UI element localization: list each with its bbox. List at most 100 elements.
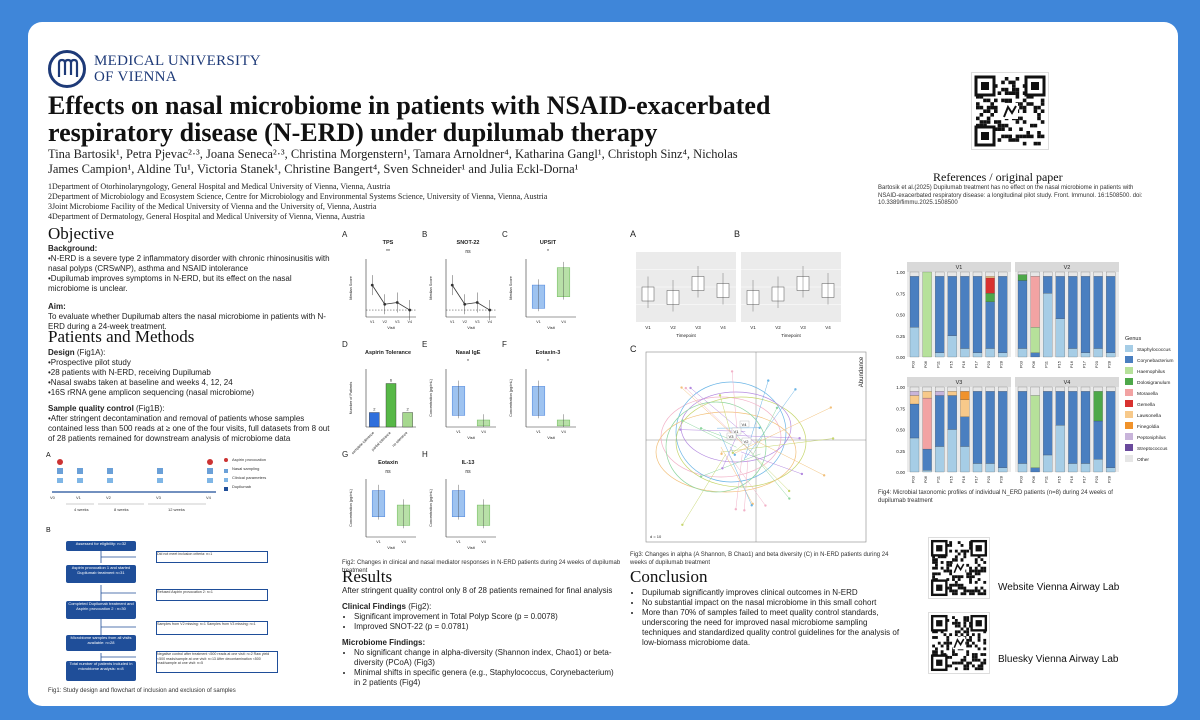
fig2-ylabel-6: Concentration (pg/mL) [349, 488, 353, 527]
fig4-xtick-2-2: P11 [936, 475, 941, 483]
fig4-seg-V2-P16-10 [1068, 271, 1078, 277]
fig4-seg-V3-P11-8 [935, 391, 945, 396]
fig4-seg-V1-P20-6 [985, 276, 995, 279]
fig4-seg-V4-P20-3 [1093, 391, 1103, 422]
website-link[interactable]: Website Vienna Airway Lab [998, 582, 1120, 593]
qr-code-icon[interactable] [971, 72, 1049, 150]
fig4-legend-title: Genus [1125, 336, 1141, 342]
fig2-sig-6: ns [385, 469, 391, 475]
fig4-seg-V1-P20-10 [985, 271, 995, 277]
aspirin-bar-label-0: 2 [373, 407, 376, 412]
fig4-xtick-2-3: P15 [948, 475, 953, 483]
fig4-seg-V1-P20-0 [985, 348, 995, 358]
authors-line-1: Tina Bartosik¹, Petra Pjevac²·³, Joana S… [48, 147, 738, 161]
fig4-seg-V4-P28-0 [1106, 467, 1116, 473]
fig2-xtick-3-0: complete tolerance [351, 431, 375, 455]
fig4-xtick-3-7: P28 [1107, 475, 1112, 483]
fig3-xtick-0-3: V4 [720, 325, 726, 330]
visit-v0: V0 [50, 495, 55, 500]
methods-body: Design (Fig1A): •Prospective pilot study… [48, 348, 333, 444]
fig4-seg-V2-P03-0 [1017, 348, 1028, 358]
fig4-seg-V1-P16-0 [960, 348, 970, 358]
fig4-seg-V3-P15-10 [947, 386, 957, 392]
fig4-seg-V1-P28-10 [998, 271, 1008, 277]
university-line-1: MEDICAL UNIVERSITY [94, 53, 261, 69]
fig2-xtick-0-2: V3 [395, 320, 399, 324]
clinical-label: Clinical Findings [342, 602, 407, 611]
visit-v1: V1 [76, 495, 81, 500]
fig4-seg-V1-P15-10 [947, 271, 957, 277]
pcoa-label-2: V3 [729, 434, 735, 439]
fig4-seg-V1-P03-10 [909, 271, 920, 277]
fig4-seg-V2-P20-10 [1093, 271, 1103, 277]
fig2-xlabel-7: Visit [467, 545, 475, 550]
fig4-xtick-2-4: P16 [961, 475, 966, 483]
fig4-seg-V2-P28-0 [1106, 352, 1116, 358]
fig4-seg-V3-P06-10 [922, 386, 932, 392]
aspirin-bar-1 [385, 383, 397, 428]
fig2-sig-4: * [467, 359, 469, 365]
fig2-xtick-0-0: V1 [370, 320, 374, 324]
fig4-seg-V1-P28-0 [998, 352, 1008, 358]
fig2-title-4: Nasal IgE [456, 350, 481, 356]
flow-side-2: Refused Aspirin provocation 2: n=1 [156, 589, 268, 601]
fig1-caption: Fig1: Study design and flowchart of incl… [48, 688, 236, 694]
pcoa-point-9 [822, 474, 826, 477]
fig4-seg-V3-P03-8 [909, 391, 920, 396]
legend-clinical: Clinical parameters [232, 475, 267, 480]
micro-label: Microbiome Findings: [342, 638, 426, 647]
title-line-1: Effects on nasal microbiome in patients … [48, 91, 771, 120]
fig4-seg-V1-P15-0 [947, 335, 957, 358]
fig4-seg-V2-P17-0 [1080, 352, 1091, 358]
fig4-seg-V2-P28-10 [1106, 271, 1116, 277]
bluesky-link[interactable]: Bluesky Vienna Airway Lab [998, 654, 1119, 665]
fig2-title-7: IL-13 [462, 460, 475, 466]
conclusion-item-2: No substantial impact on the nasal micro… [642, 598, 900, 608]
qr-code-icon[interactable] [928, 537, 990, 599]
fig2-xtick-2-1: V4 [561, 320, 565, 324]
fig4-seg-V3-P17-10 [972, 386, 983, 392]
fig4-seg-V3-P28-10 [998, 386, 1008, 392]
fig4-ytick-0-4: 0.00 [896, 355, 905, 360]
fig4-legend-swatch-8 [1125, 433, 1133, 440]
fig4-seg-V2-P17-10 [1080, 271, 1091, 277]
flow-side-1: Did not meet inclusion criteria: n=1 [156, 551, 268, 563]
fig4-seg-V3-P15-6 [947, 391, 957, 396]
clinical-item-1: Significant improvement in Total Polyp S… [354, 612, 622, 622]
fig3-xlabel-1: Timepoint [781, 333, 801, 338]
fig4-seg-V4-P11-1 [1043, 391, 1053, 456]
fig4-seg-V3-P03-1 [909, 403, 920, 439]
fig4-ytick-2-3: 0.25 [896, 449, 905, 454]
fig4-legend-swatch-5 [1125, 400, 1133, 407]
design-line-4: •16S rRNA gene amplicon sequencing (nasa… [48, 388, 255, 397]
fig3-xtick-1-1: V2 [775, 325, 781, 330]
qr-code-icon[interactable] [928, 612, 990, 674]
fig4-seg-V4-P16-1 [1068, 391, 1078, 464]
fig4-xtick-2-7: P28 [999, 475, 1004, 483]
fig4-xtick-0-2: P11 [936, 360, 941, 368]
fig3-letter-c: C [630, 344, 637, 354]
micro-item-2: Minimal shifts in specific genera (e.g.,… [354, 668, 622, 688]
pcoa-point-11 [699, 427, 703, 430]
fig4-xtick-0-5: P17 [974, 360, 979, 368]
fig4-xtick-0-0: P03 [911, 360, 916, 368]
fig4-ytick-0-2: 0.50 [896, 313, 905, 318]
conclusion-item-3: More than 70% of samples failed to meet … [642, 608, 900, 648]
fig2-xtick-4-1: V4 [481, 430, 485, 434]
fig4-seg-V4-P28-1 [1106, 391, 1116, 468]
pcoa-point-29 [775, 406, 779, 410]
fig4-legend-swatch-7 [1125, 422, 1133, 429]
fig3-xtick-0-2: V3 [695, 325, 701, 330]
references-heading: References / original paper [933, 170, 1063, 184]
fig4-seg-V1-P16-1 [960, 276, 970, 349]
fig1-timeline: A Aspirin provocation Nasal sampling Cli… [46, 452, 296, 517]
pcoa-point-22 [679, 428, 682, 431]
pcoa-point-7 [794, 388, 797, 391]
